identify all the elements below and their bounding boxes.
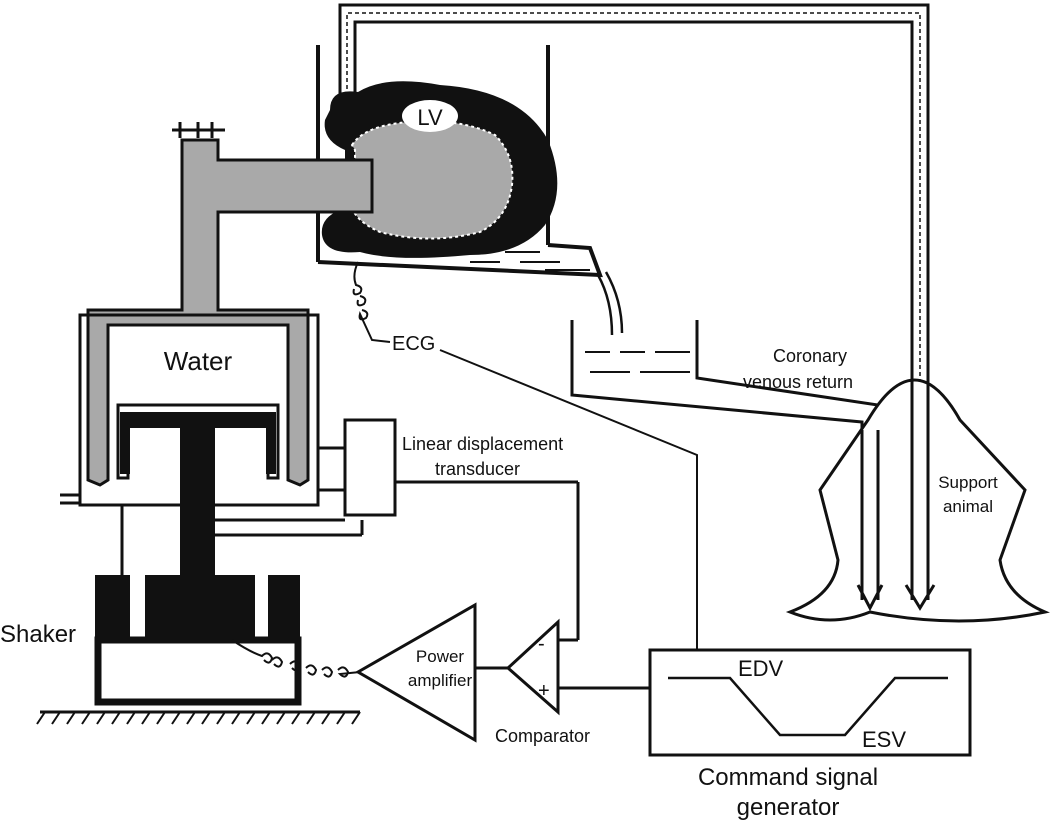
left-ventricle: LV	[321, 81, 558, 258]
comparator-plus: +	[538, 680, 550, 702]
lv-label: LV	[417, 105, 443, 130]
perfusion-tubing	[338, 3, 930, 600]
water-label: Water	[164, 346, 233, 376]
command-signal-generator: EDV ESV	[648, 648, 972, 757]
edv-label: EDV	[738, 656, 784, 681]
support-frame	[120, 505, 364, 575]
drip-stream	[596, 271, 624, 336]
support-animal-label-line2: animal	[943, 497, 993, 516]
csg-label-line2: generator	[737, 794, 840, 821]
ldt-label-line1: Linear displacement	[402, 434, 563, 454]
ldt-label-line2: transducer	[435, 459, 520, 479]
power-amplifier-label-line1: Power	[416, 647, 465, 666]
support-animal	[785, 378, 1050, 623]
amplifier-cable	[231, 639, 361, 678]
collection-beaker	[570, 320, 690, 395]
linear-displacement-transducer	[318, 418, 580, 642]
coronary-label-line2: venous return	[743, 372, 853, 392]
ecg-label: ECG	[392, 333, 435, 355]
coronary-label-line1: Coronary	[773, 346, 847, 366]
shaker-label: Shaker	[0, 621, 76, 648]
esv-label: ESV	[862, 727, 906, 752]
cannula-system: Water	[60, 122, 374, 600]
csg-label-line1: Command signal	[698, 764, 878, 791]
comparator: - +	[475, 618, 650, 716]
power-amplifier: Power amplifier	[354, 602, 477, 743]
ecg-lead	[352, 261, 705, 680]
support-animal-label-line1: Support	[938, 473, 998, 492]
comparator-minus: -	[538, 633, 545, 655]
power-amplifier-label-line2: amplifier	[408, 671, 473, 690]
shaker	[36, 575, 361, 725]
comparator-label: Comparator	[495, 726, 590, 746]
